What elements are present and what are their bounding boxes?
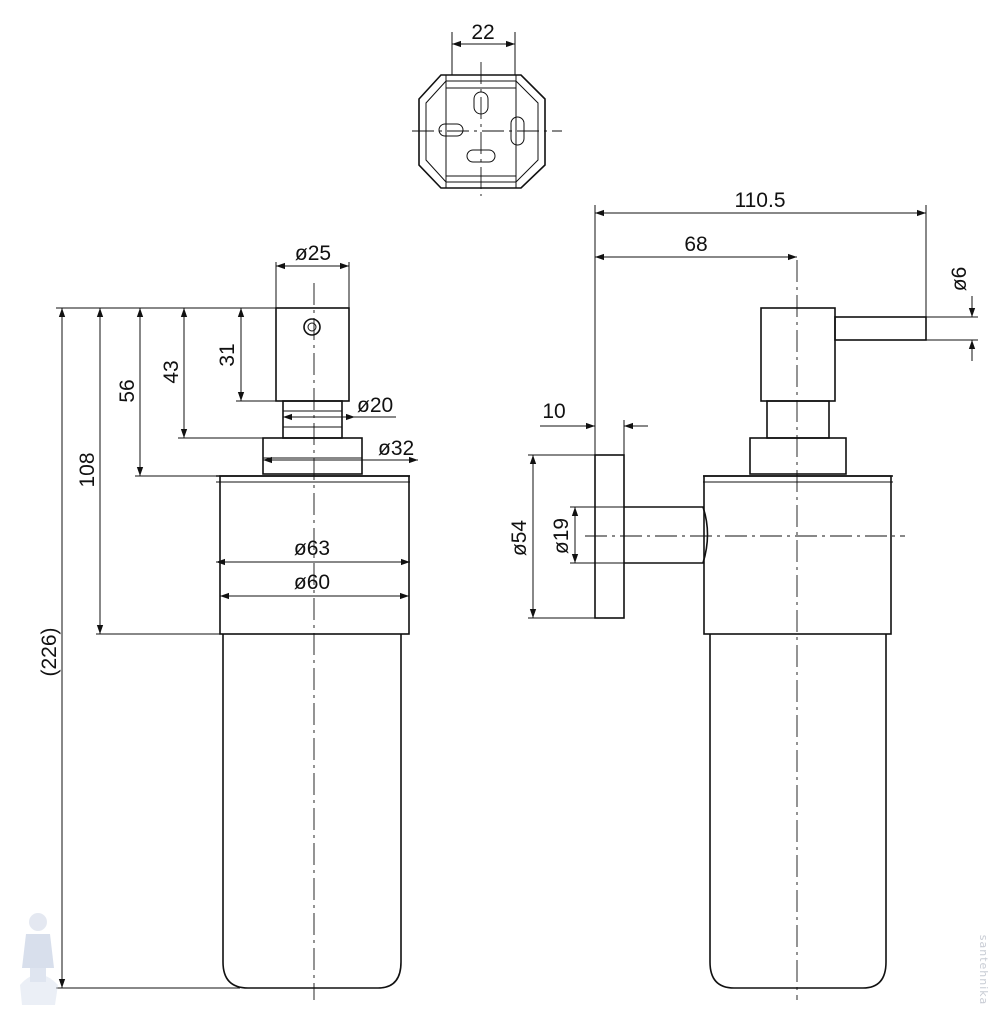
dim-bracket-width: 22 <box>471 21 494 44</box>
front-view: ø25 ø20 ø32 ø63 ø60 31 43 56 108 <box>38 242 418 1000</box>
side-watermark: santehnika <box>977 935 990 1005</box>
dim-neck-diameter: ø20 <box>357 394 393 417</box>
dim-head-height: 43 <box>160 360 183 383</box>
plumber-logo <box>20 913 58 1005</box>
dim-cap-height: 31 <box>216 343 239 366</box>
dim-pump-height: 56 <box>116 379 139 402</box>
dim-sleeve-height: 108 <box>76 452 99 487</box>
dim-axis-offset: 68 <box>684 233 707 256</box>
dim-inner-diameter: ø60 <box>294 571 330 594</box>
dim-plate-thickness: 10 <box>542 400 565 423</box>
dim-total-height: (226) <box>38 627 61 676</box>
dim-outer-diameter: ø63 <box>294 537 330 560</box>
dim-total-depth: 110.5 <box>735 189 786 212</box>
side-view: 110.5 68 ø6 10 ø54 ø19 <box>508 189 978 1000</box>
dim-plate-diameter: ø54 <box>508 520 531 557</box>
dim-arm-diameter: ø19 <box>550 518 573 554</box>
dim-spout-diameter: ø6 <box>948 267 971 292</box>
top-view-bracket: 22 <box>412 21 562 196</box>
dim-collar-diameter: ø32 <box>378 437 414 460</box>
dim-cap-diameter: ø25 <box>295 242 331 265</box>
